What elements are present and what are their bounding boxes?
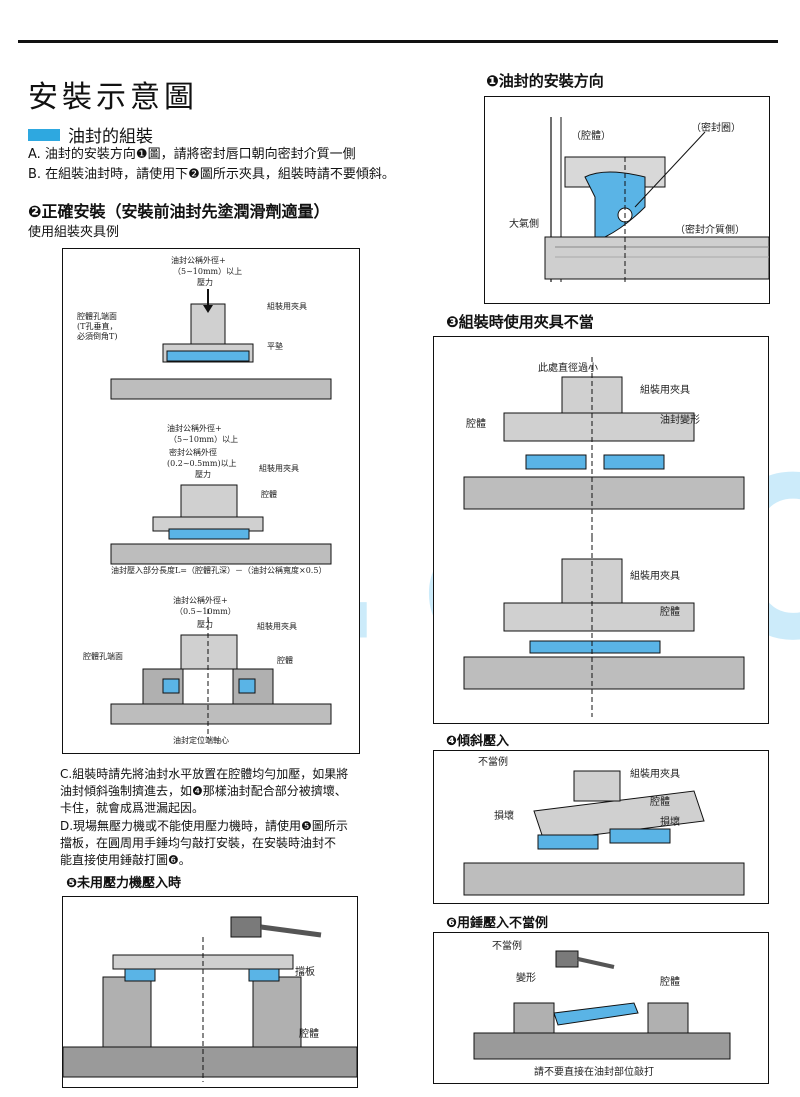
fig2-subheading: 使用組裝夾具例 bbox=[28, 225, 120, 240]
fig2-press1: 壓力 bbox=[197, 278, 213, 287]
fig3-housing-a: 腔體 bbox=[466, 419, 486, 430]
fig2-press2: 壓力 bbox=[195, 470, 211, 479]
fig1-title: ❶油封的安裝方向 bbox=[486, 72, 604, 90]
fig2-jig2: 組裝用夾具 bbox=[259, 464, 299, 473]
para-d2: 擋板，在圓周用手錘均勻敲打安裝，在安裝時油封不 bbox=[60, 836, 337, 850]
fig2-d2-line2: （5~10mm）以上 bbox=[169, 435, 239, 444]
fig6-diagram bbox=[473, 950, 731, 1060]
fig1-air-label: 大氣側 bbox=[509, 219, 539, 230]
fig2-d1-line1: 油封公稱外徑+ bbox=[171, 256, 226, 265]
fig2-chamfer-line1: 腔體孔端面 bbox=[77, 312, 117, 321]
fig4-title: ❹傾斜壓入 bbox=[446, 734, 510, 749]
para-d1: D.現場無壓力機或不能使用壓力機時，請使用❺圖所示 bbox=[60, 819, 348, 833]
instruction-b: B. 在組裝油封時，請使用下❷圖所示夾具，組裝時請不要傾斜。 bbox=[28, 167, 395, 182]
fig3-diagram bbox=[463, 357, 745, 717]
instruction-a: A. 油封的安裝方向❶圖，請將密封唇口朝向密封介質一側 bbox=[28, 147, 356, 162]
fig2-formula: 油封壓入部分長度L=（腔體孔深）－（油封公稱寬度×0.5） bbox=[111, 566, 327, 575]
accent-bar bbox=[28, 128, 60, 141]
fig6-deform-label: 變形 bbox=[516, 973, 536, 984]
fig2-d3-line2: (0.2~0.5mm)以上 bbox=[167, 459, 237, 468]
fig2-chamfer-line2: (T孔垂直， bbox=[77, 322, 118, 331]
fig2-d4-line2: （0.5~10mm） bbox=[175, 607, 236, 616]
section-title: 油封的組裝 bbox=[68, 127, 153, 147]
fig5-plate-label: 擋板 bbox=[295, 967, 315, 978]
fig2-box: 油封公稱外徑+ （5~10mm）以上 壓力 腔體孔端面 (T孔垂直， 必須倒角T… bbox=[62, 248, 360, 754]
fig2-d1-line2: （5~10mm）以上 bbox=[173, 267, 243, 276]
fig2-d3-line1: 密封公稱外徑 bbox=[169, 448, 217, 457]
fig4-damage-left: 損壞 bbox=[494, 811, 514, 822]
para-c2: 油封傾斜強制擠進去，如❹那樣油封配合部分被擠壞、 bbox=[60, 784, 347, 798]
section-heading: 油封的組裝 bbox=[28, 122, 153, 147]
fig2-heading: ❷正確安裝（安裝前油封先塗潤滑劑適量） bbox=[28, 202, 330, 221]
fig4-box: 不當例 組裝用夾具 腔體 損壞 損壞 bbox=[433, 750, 769, 904]
page-title: 安裝示意圖 bbox=[28, 80, 198, 115]
fig2-bore-end: 腔體孔端面 bbox=[83, 652, 123, 661]
fig4-housing-label: 腔體 bbox=[650, 797, 670, 808]
fig6-bad-label: 不當例 bbox=[492, 941, 522, 952]
fig3-jig-b: 組裝用夾具 bbox=[630, 571, 680, 582]
fig4-jig-label: 組裝用夾具 bbox=[630, 769, 680, 780]
fig4-bad-label: 不當例 bbox=[478, 757, 508, 768]
fig2-d4-line1: 油封公稱外徑+ bbox=[173, 596, 228, 605]
fig1-diagram bbox=[544, 117, 770, 282]
top-rule bbox=[18, 40, 778, 43]
fig3-top-label: 此處直徑過小 bbox=[538, 363, 598, 374]
fig6-title: ❻用錘壓入不當例 bbox=[446, 916, 549, 931]
fig3-jig-a: 組裝用夾具 bbox=[640, 385, 690, 396]
fig6-box: 不當例 變形 腔體 請不要直接在油封部位敲打 bbox=[433, 932, 769, 1084]
fig4-diagram bbox=[463, 770, 745, 896]
fig1-housing-label: （腔體） bbox=[571, 131, 611, 142]
fig2-chamfer-line3: 必須倒角T) bbox=[77, 332, 118, 341]
fig1-ring-label: （密封圈） bbox=[691, 123, 741, 134]
fig3-box: 此處直徑過小 組裝用夾具 腔體 油封變形 組裝用夾具 腔體 bbox=[433, 336, 769, 724]
para-d3: 能直接使用錘敲打圖❻。 bbox=[60, 853, 191, 867]
fig5-box: 擋板 腔體 bbox=[62, 896, 358, 1088]
fig2-press3: 壓力 bbox=[197, 620, 213, 629]
fig2-flat: 平墊 bbox=[267, 342, 283, 351]
fig2-diagram bbox=[110, 289, 332, 739]
fig1-medium-label: （密封介質側） bbox=[675, 225, 745, 236]
fig3-deform: 油封變形 bbox=[660, 415, 700, 426]
fig5-title: ❺未用壓力機壓入時 bbox=[66, 876, 182, 891]
fig2-jig3: 組裝用夾具 bbox=[257, 622, 297, 631]
fig4-damage-right: 損壞 bbox=[660, 817, 680, 828]
fig5-diagram bbox=[62, 916, 358, 1082]
fig6-caption: 請不要直接在油封部位敲打 bbox=[534, 1067, 654, 1078]
para-c3: 卡住，就會成爲泄漏起因。 bbox=[60, 801, 205, 815]
fig5-housing-label: 腔體 bbox=[299, 1029, 319, 1040]
fig3-title: ❸組裝時使用夾具不當 bbox=[446, 313, 594, 331]
fig1-box: （腔體） （密封圈） 大氣側 （密封介質側） bbox=[484, 96, 770, 304]
fig2-jig1: 組裝用夾具 bbox=[267, 302, 307, 311]
fig2-housing3: 腔體 bbox=[277, 656, 293, 665]
fig2-d2-line1: 油封公稱外徑+ bbox=[167, 424, 222, 433]
fig3-housing-b: 腔體 bbox=[660, 607, 680, 618]
para-c1: C.組裝時請先將油封水平放置在腔體均勻加壓，如果將 bbox=[60, 767, 349, 781]
fig2-housing2: 腔體 bbox=[261, 490, 277, 499]
fig2-axis: 油封定位端軸心 bbox=[173, 736, 229, 745]
fig6-housing-label: 腔體 bbox=[660, 977, 680, 988]
